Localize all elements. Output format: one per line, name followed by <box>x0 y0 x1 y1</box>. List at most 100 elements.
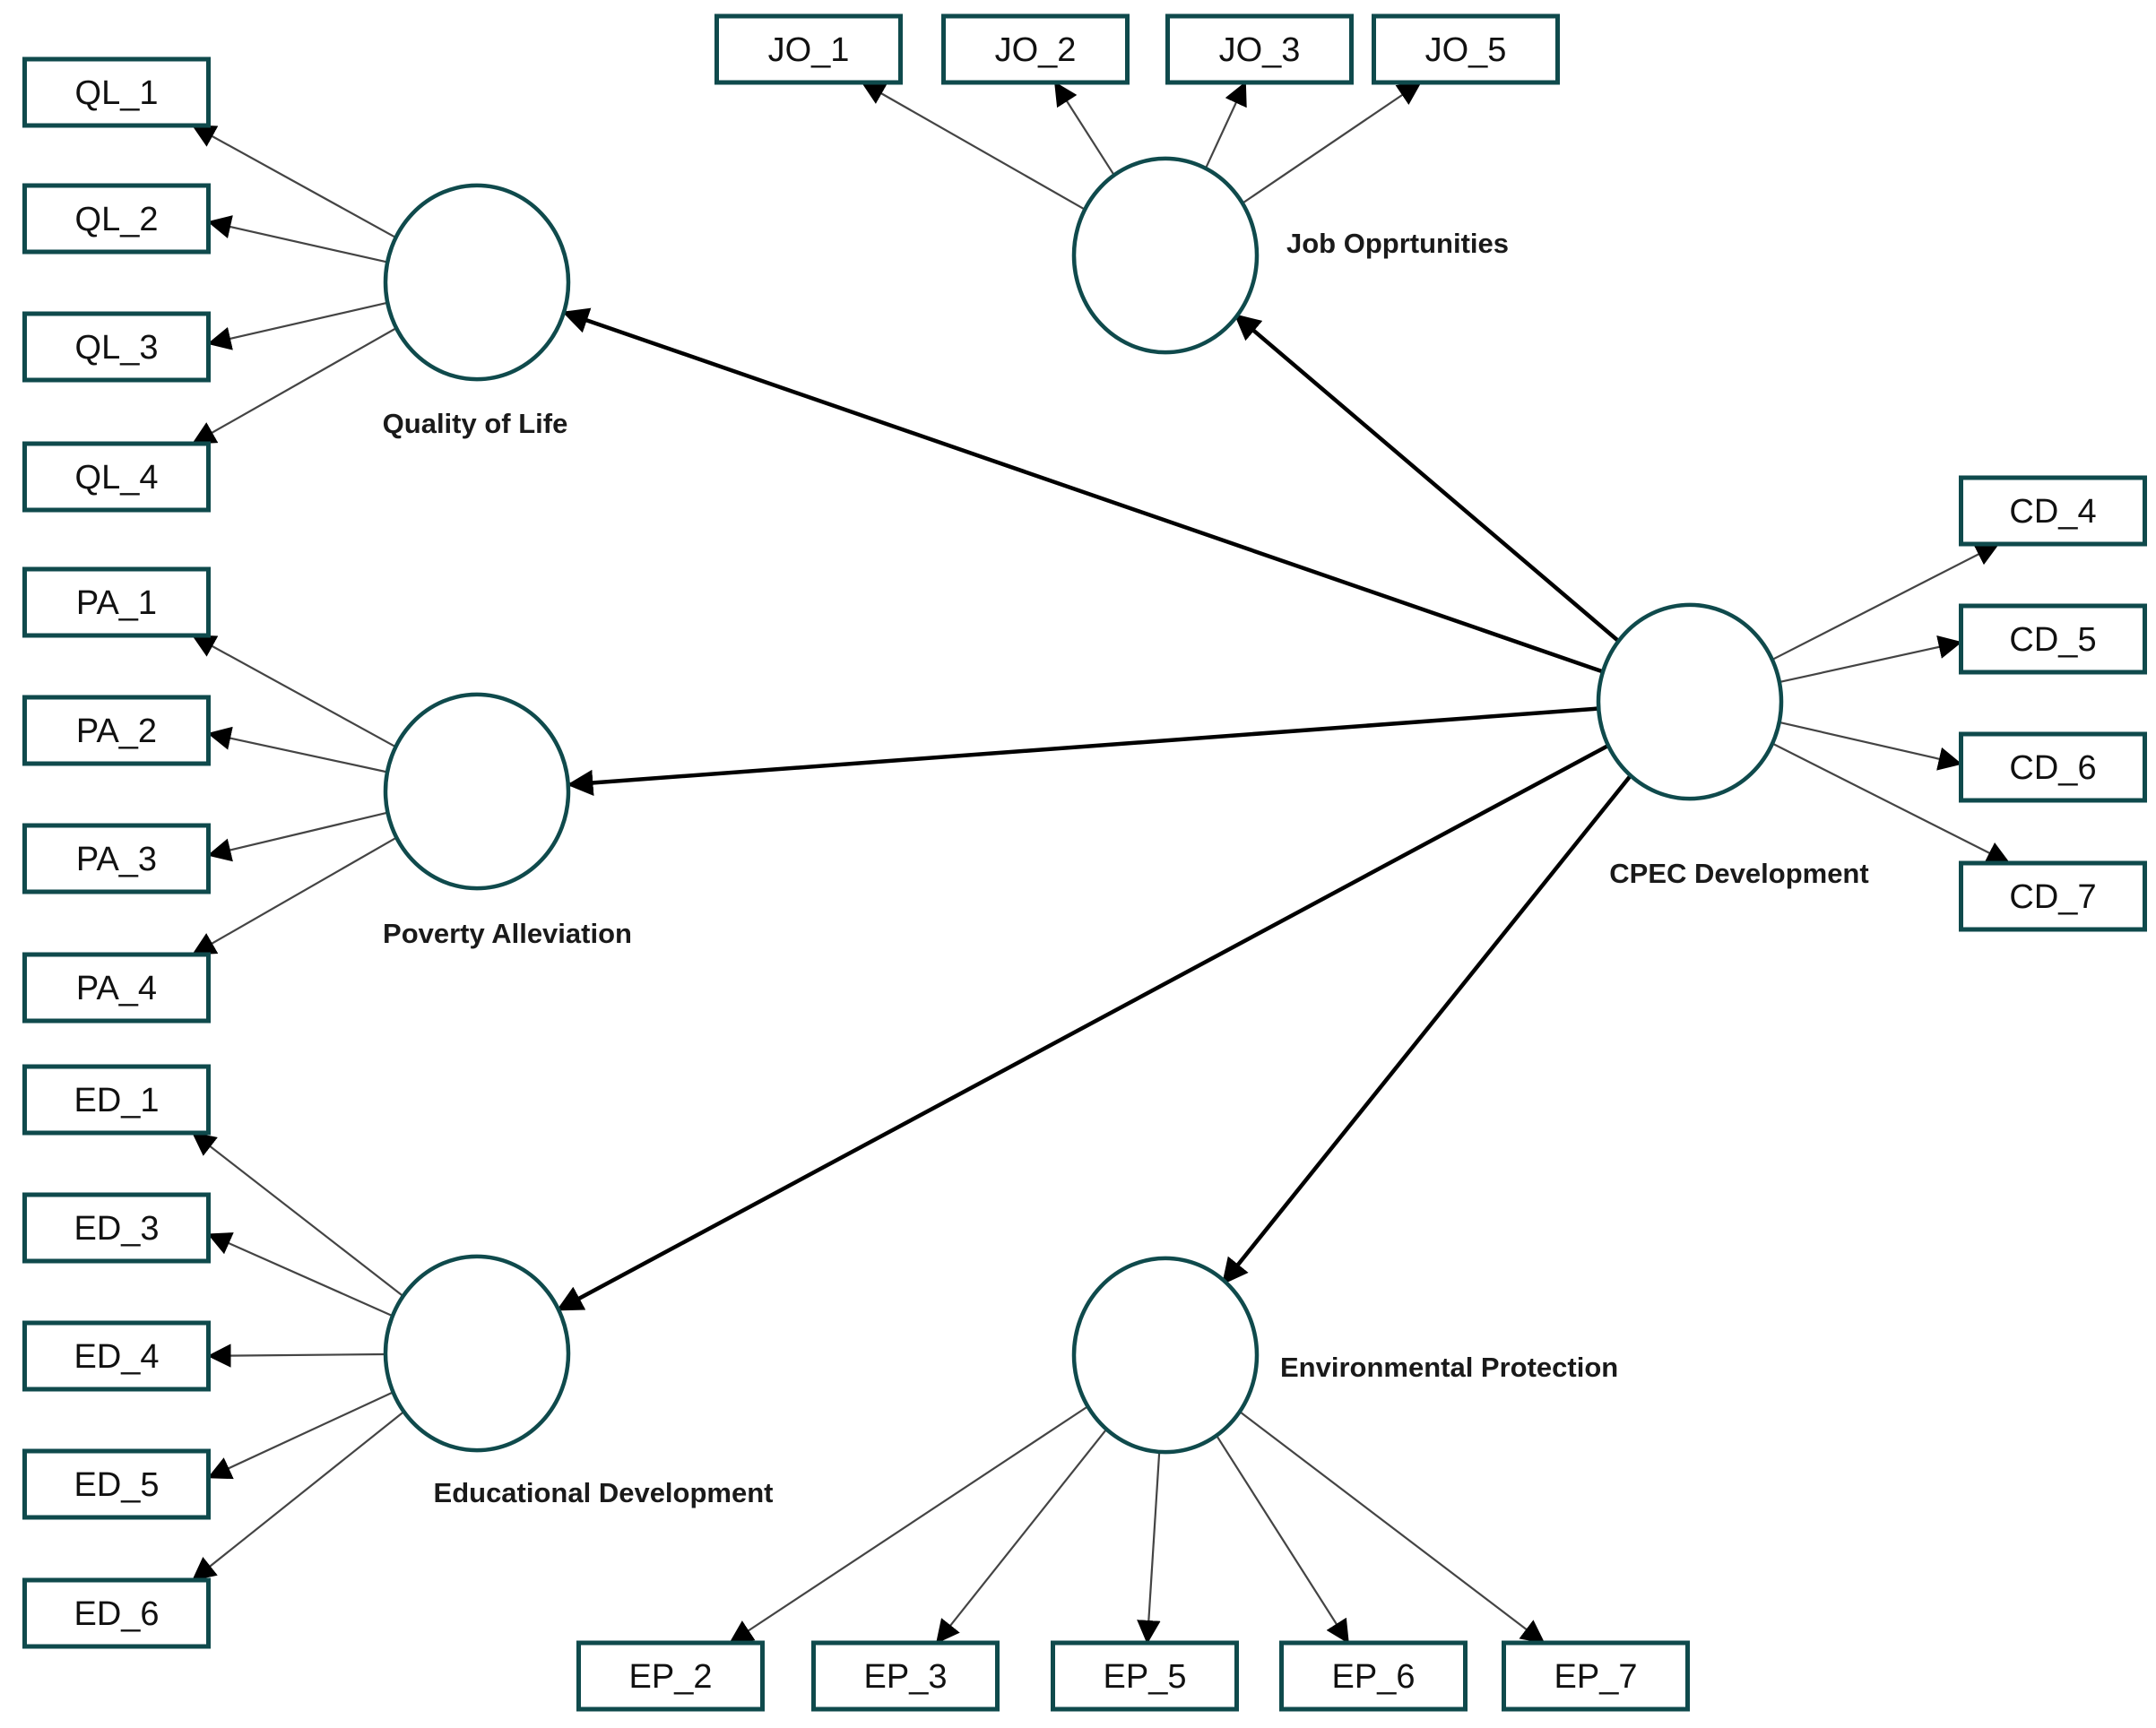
indicator-box <box>1959 731 2147 803</box>
indicator-label: JO_3 <box>1219 31 1301 69</box>
indicator-box <box>576 1640 765 1712</box>
indicator-label: CD_6 <box>2009 749 2096 787</box>
indicator-label: CD_7 <box>2009 878 2096 916</box>
indicator-box <box>714 13 903 85</box>
construct-label: Quality of Life <box>383 408 568 439</box>
indicator-ed_4: ED_4 <box>22 1320 211 1392</box>
indicator-box <box>22 1577 211 1649</box>
indicator-label: JO_5 <box>1425 31 1507 69</box>
construct-label: CPEC Development <box>1609 858 1868 889</box>
indicator-cd_6: CD_6 <box>1959 731 2147 803</box>
indicator-label: PA_1 <box>76 584 157 622</box>
indicator-label: EP_5 <box>1104 1658 1187 1696</box>
path-arrow-cd-to-pa <box>567 706 1599 797</box>
construct-label: Job Opprtunities <box>1286 228 1509 259</box>
indicator-label: EP_2 <box>629 1658 713 1696</box>
indicator-jo_3: JO_3 <box>1165 13 1354 85</box>
indicator-ed_1: ED_1 <box>22 1064 211 1136</box>
path-arrow-cd-to-ed <box>556 743 1611 1312</box>
indicator-label: QL_4 <box>75 459 159 497</box>
indicator-label: PA_2 <box>76 713 157 750</box>
indicator-label: QL_3 <box>75 329 159 367</box>
loading-arrow-jo_1 <box>861 82 1087 212</box>
path-arrow-cd-to-jo <box>1234 313 1622 644</box>
indicator-ql_4: QL_4 <box>22 441 211 513</box>
indicator-box <box>1051 1640 1239 1712</box>
indicator-pa_3: PA_3 <box>22 823 211 894</box>
indicator-label: CD_4 <box>2009 493 2096 531</box>
path-arrow-cd-to-ql <box>562 307 1605 674</box>
indicator-label: ED_5 <box>74 1466 159 1504</box>
loading-arrow-ed_4 <box>207 1344 386 1368</box>
indicator-jo_1: JO_1 <box>714 13 903 85</box>
loading-arrow-ql_1 <box>191 125 398 239</box>
indicator-box <box>1959 475 2147 547</box>
construct-circle <box>1071 156 1260 355</box>
indicator-ed_6: ED_6 <box>22 1577 211 1649</box>
construct-jo: Job Opprtunities <box>1071 156 1509 355</box>
indicator-jo_2: JO_2 <box>941 13 1130 85</box>
loading-arrow-cd_6 <box>1779 721 1962 771</box>
indicator-label: JO_2 <box>995 31 1077 69</box>
loading-arrow-pa_3 <box>207 811 389 862</box>
indicator-box <box>1502 1640 1690 1712</box>
loading-arrow-ql_2 <box>207 215 388 264</box>
indicator-ql_3: QL_3 <box>22 311 211 383</box>
loading-arrow-ed_5 <box>207 1390 394 1480</box>
indicator-ep_7: EP_7 <box>1502 1640 1690 1712</box>
links-layer <box>191 81 2011 1645</box>
indicator-box <box>22 566 211 638</box>
indicator-box <box>22 311 211 383</box>
indicator-box <box>22 1064 211 1136</box>
construct-circle <box>383 1254 571 1453</box>
loading-arrow-cd_4 <box>1771 543 2000 661</box>
construct-circle <box>383 183 571 382</box>
loading-arrow-ep_6 <box>1213 1431 1350 1645</box>
indicator-box <box>1959 603 2147 675</box>
indicator-box <box>22 56 211 128</box>
construct-cd: CPEC Development <box>1596 602 1869 889</box>
construct-label: Educational Development <box>434 1477 774 1508</box>
loading-arrow-ql_3 <box>207 301 388 350</box>
indicator-box <box>22 1192 211 1264</box>
indicator-cd_7: CD_7 <box>1959 860 2147 932</box>
loading-arrow-jo_3 <box>1202 81 1247 173</box>
indicator-label: JO_1 <box>768 31 850 69</box>
loading-arrow-jo_2 <box>1053 81 1118 179</box>
indicator-box <box>22 1320 211 1392</box>
loading-arrow-ql_4 <box>191 326 398 445</box>
indicator-label: ED_1 <box>74 1082 159 1119</box>
indicator-pa_4: PA_4 <box>22 952 211 1024</box>
indicator-ql_2: QL_2 <box>22 183 211 255</box>
path-arrow-cd-to-ep <box>1221 772 1634 1285</box>
indicator-cd_5: CD_5 <box>1959 603 2147 675</box>
construct-ql: Quality of Life <box>383 183 571 439</box>
indicator-box <box>22 952 211 1024</box>
loading-arrow-ep_2 <box>729 1404 1090 1644</box>
loading-arrow-ep_7 <box>1237 1409 1546 1644</box>
indicator-box <box>1372 13 1560 85</box>
indicator-pa_2: PA_2 <box>22 695 211 766</box>
indicator-box <box>1959 860 2147 932</box>
indicator-label: ED_6 <box>74 1595 159 1633</box>
indicator-ed_3: ED_3 <box>22 1192 211 1264</box>
construct-circle <box>1071 1256 1260 1455</box>
indicator-box <box>941 13 1130 85</box>
indicator-jo_5: JO_5 <box>1372 13 1560 85</box>
indicator-label: PA_3 <box>76 841 157 878</box>
loading-arrow-pa_4 <box>191 835 399 955</box>
indicator-ql_1: QL_1 <box>22 56 211 128</box>
indicator-label: ED_4 <box>74 1338 159 1376</box>
construct-pa: Poverty Alleviation <box>383 692 632 949</box>
loading-arrow-cd_5 <box>1779 635 1962 684</box>
indicator-pa_1: PA_1 <box>22 566 211 638</box>
indicator-label: EP_6 <box>1332 1658 1416 1696</box>
indicator-ep_2: EP_2 <box>576 1640 765 1712</box>
construct-label: Environmental Protection <box>1280 1352 1618 1383</box>
construct-ed: Educational Development <box>383 1254 774 1508</box>
indicator-label: CD_5 <box>2009 621 2096 659</box>
indicator-box <box>1165 13 1354 85</box>
indicator-label: PA_4 <box>76 970 157 1007</box>
indicator-box <box>22 823 211 894</box>
